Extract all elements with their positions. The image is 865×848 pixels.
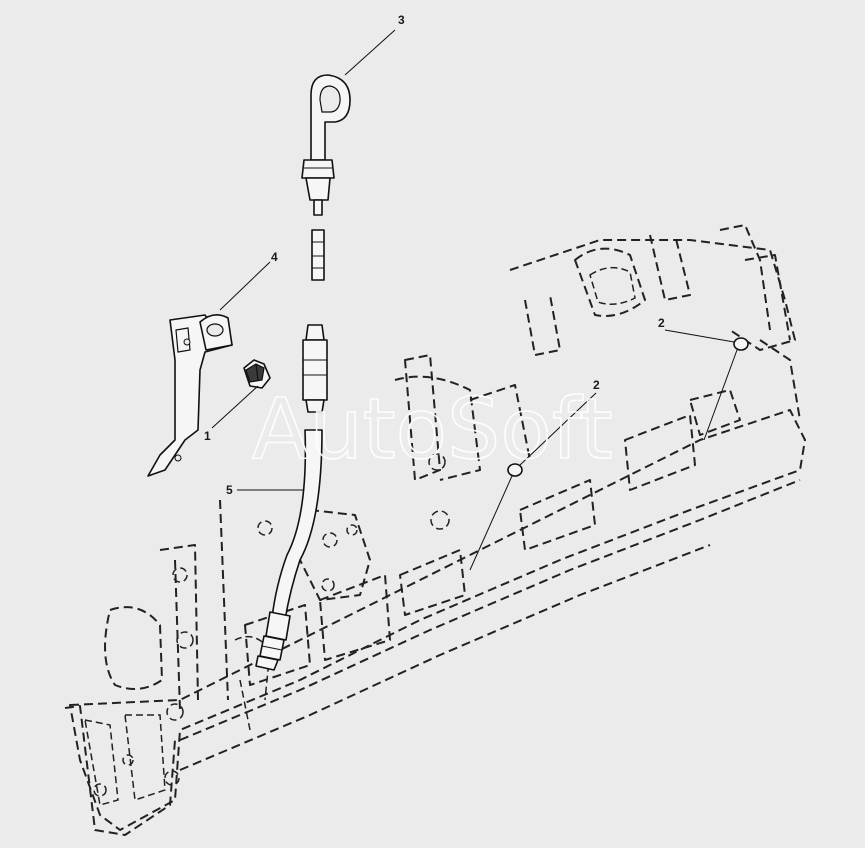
callout-1: 1 (204, 429, 211, 443)
callout-4: 4 (271, 250, 278, 264)
callout-3: 3 (398, 13, 405, 27)
plug-part-lower (469, 463, 523, 571)
watermark-text: AutoSoft (252, 380, 613, 478)
callout-2-lower: 2 (593, 378, 600, 392)
plug-part-upper (703, 337, 749, 441)
callout-5: 5 (226, 483, 233, 497)
bolt-part (243, 359, 271, 389)
engine-block-outline (64, 224, 806, 836)
dipstick-part (301, 74, 351, 413)
callout-2-upper: 2 (658, 316, 665, 330)
leader-lines (211, 29, 735, 491)
dipstick-tube-part (255, 429, 323, 671)
bracket-part (147, 314, 233, 477)
